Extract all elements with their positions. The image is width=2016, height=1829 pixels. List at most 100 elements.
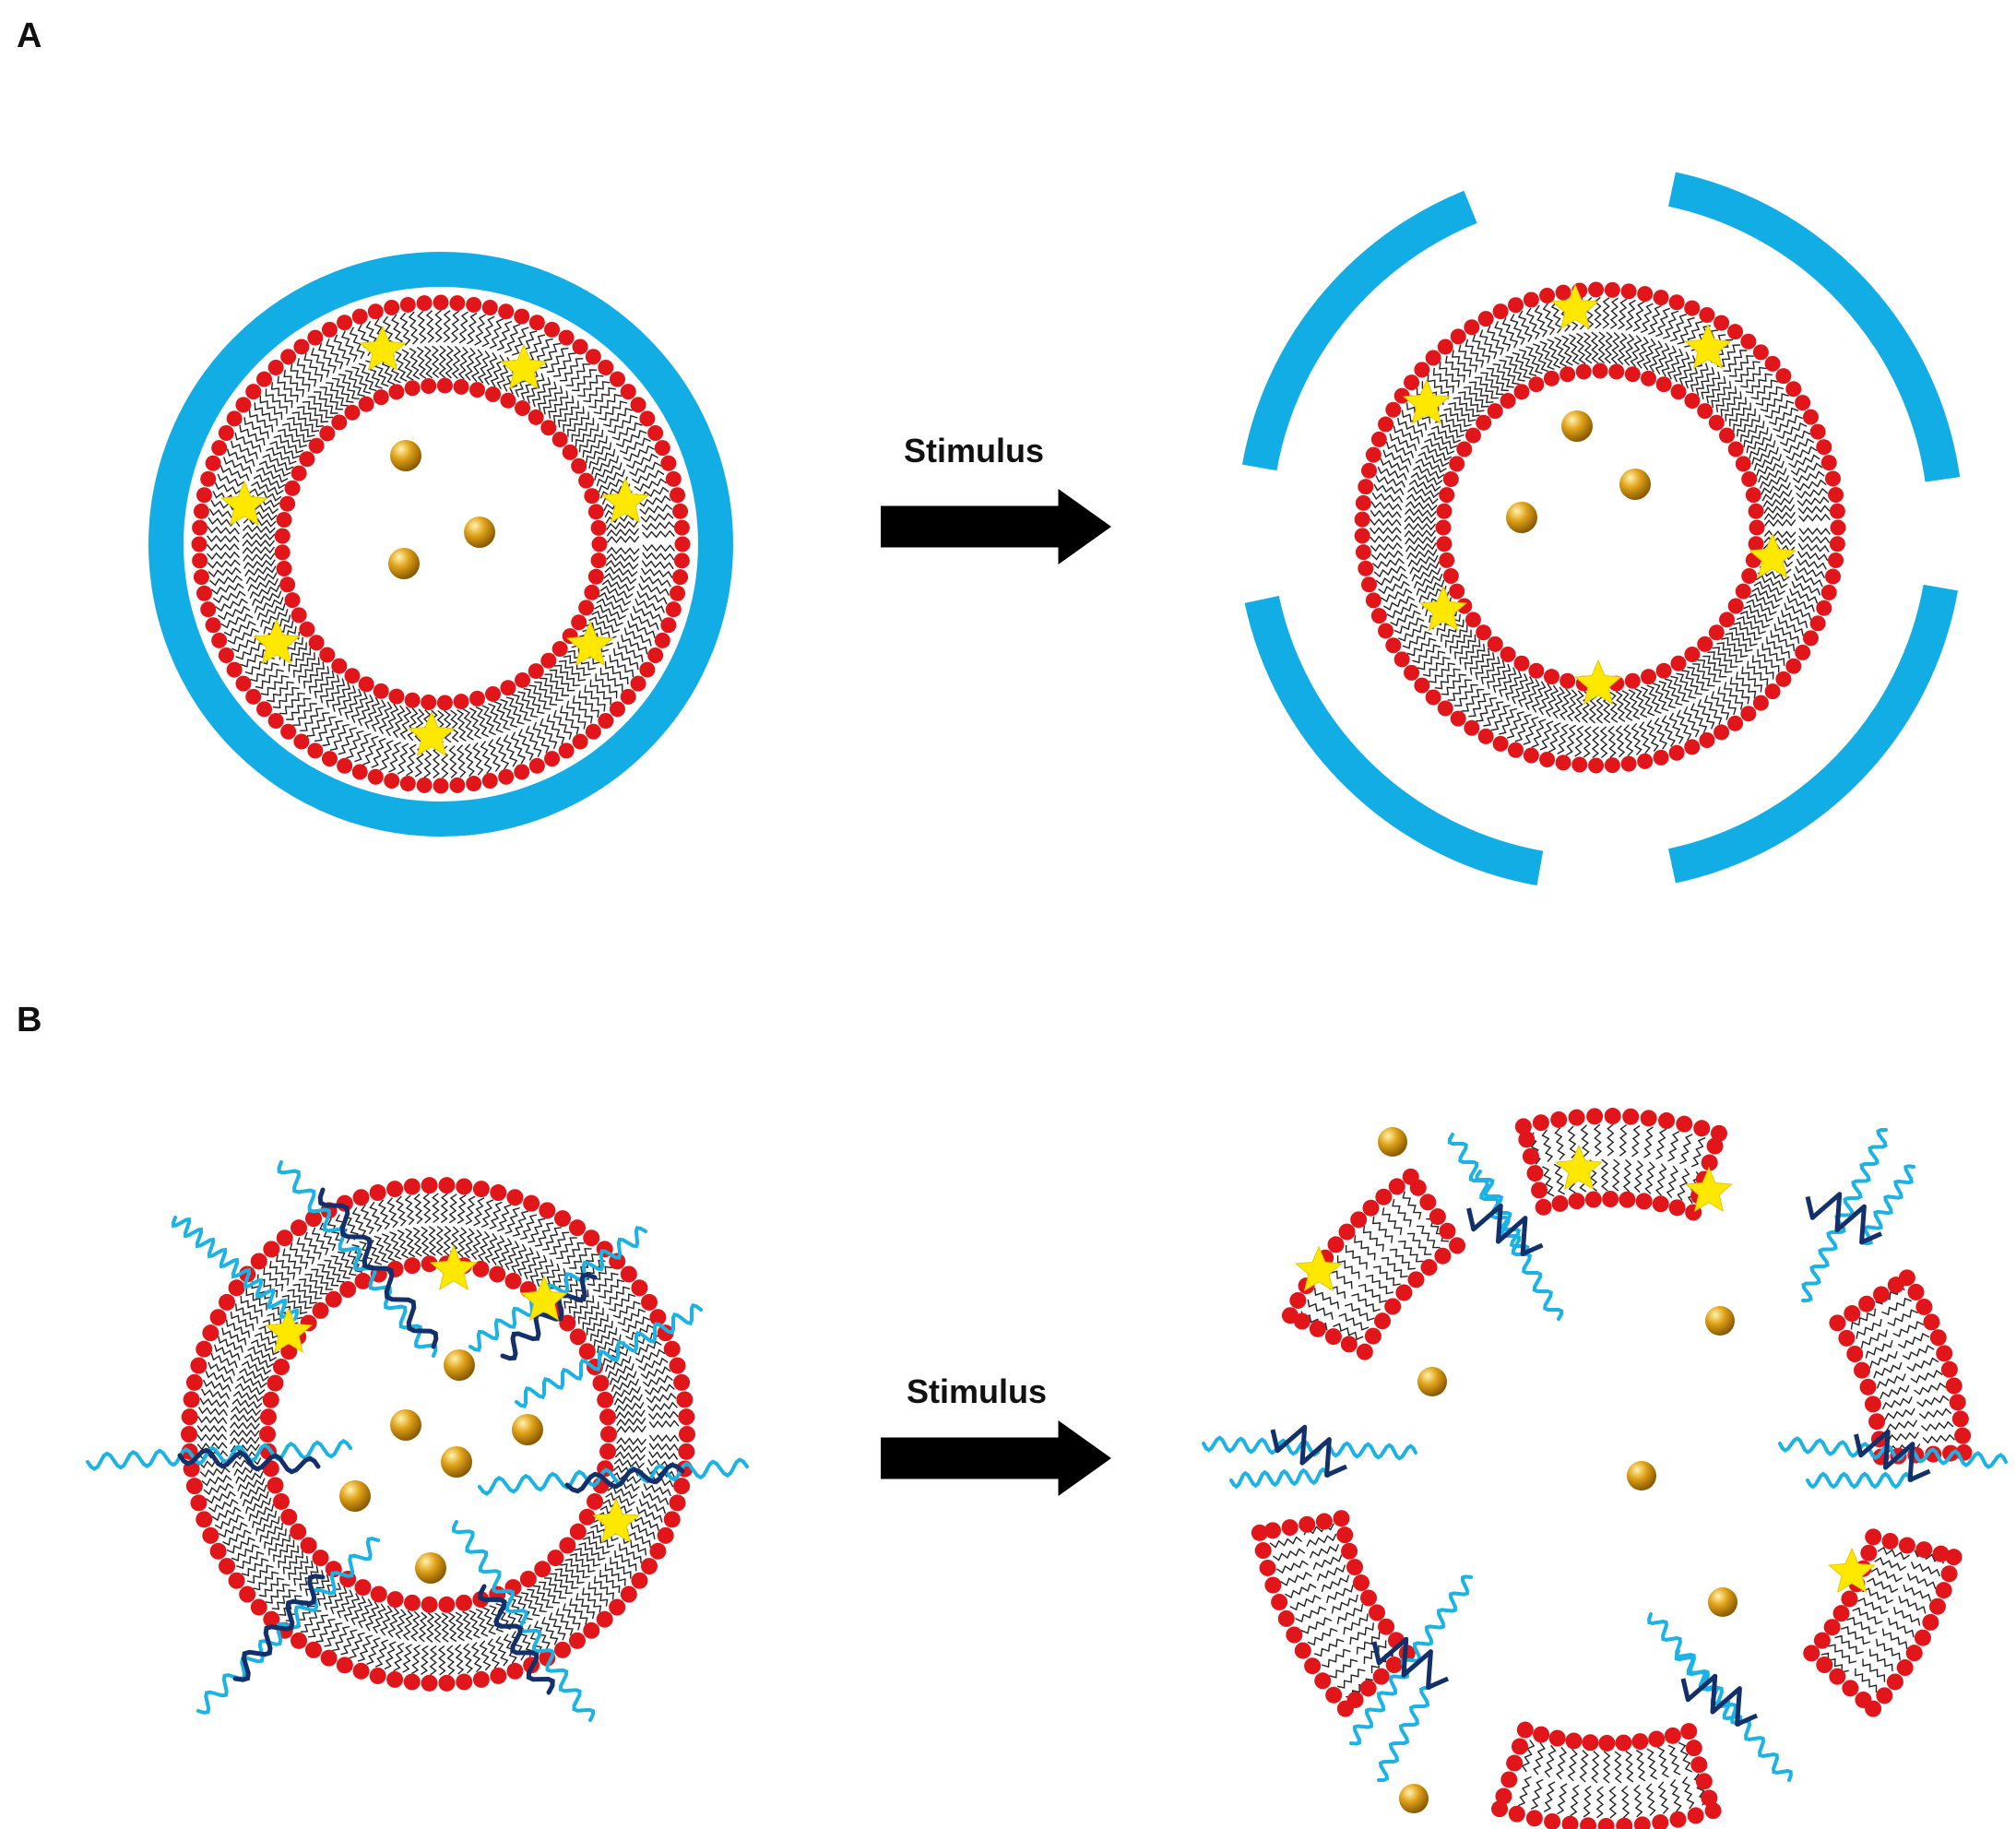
drug-particle-icon — [464, 517, 495, 548]
drug-particle-icon — [1399, 1784, 1429, 1813]
panel-label-a: A — [17, 17, 42, 55]
star-icon — [520, 1275, 568, 1322]
polymer-chain-icon — [1377, 1686, 1431, 1782]
star-icon — [408, 710, 456, 757]
liposome-coated — [148, 252, 733, 837]
star-icon — [1685, 1166, 1733, 1213]
polymer-chain-icon — [1202, 1435, 1311, 1456]
polymer-zigzag-icon — [1371, 1636, 1450, 1690]
polymer-chain-icon — [1778, 1436, 1895, 1460]
drug-particle-icon — [1627, 1461, 1656, 1491]
polymer-chain-icon — [317, 1187, 439, 1349]
star-icon — [430, 1244, 478, 1291]
polymer-chain-icon — [468, 1226, 647, 1352]
polymer-zigzag-icon — [1805, 1192, 1883, 1245]
star-icon — [253, 618, 301, 665]
lipid-tails — [1850, 1286, 1955, 1453]
polymer-chain-icon — [564, 1462, 685, 1494]
drug-particle-icon — [444, 1349, 475, 1381]
polymer-chain-icon — [196, 1537, 380, 1715]
polymer-chain-icon — [1716, 1695, 1793, 1782]
star-icon — [1684, 323, 1732, 370]
drug-particle-icon — [1417, 1367, 1447, 1396]
polymer-chain-icon — [1674, 1649, 1743, 1727]
drug-particle-icon — [1561, 410, 1593, 442]
lipid-heads — [1251, 1510, 1416, 1717]
star-icon — [1555, 1144, 1603, 1191]
polymer-chain-icon — [500, 1272, 598, 1361]
liposome-fragments — [1202, 1108, 2008, 1829]
star-icon — [500, 343, 548, 390]
coating-fragments — [1241, 172, 1961, 886]
star-icon — [359, 325, 407, 372]
polymer-chain-icon — [478, 1457, 749, 1496]
polymer-chain-icon — [1409, 1574, 1473, 1663]
polymer-zigzag-icon — [1466, 1203, 1544, 1256]
star-icon — [1749, 532, 1797, 579]
lipid-heads — [1514, 1108, 1727, 1221]
polymer-chain-icon — [1500, 1225, 1564, 1321]
polymer-chain-icon — [1861, 1164, 1915, 1246]
polymer-chain-icon — [515, 1302, 703, 1409]
star-icon — [601, 477, 649, 524]
polymer-chain-icon — [1843, 1128, 1888, 1217]
coating-fragment — [1241, 190, 1477, 471]
star-icon — [566, 620, 614, 667]
polymer-zigzag-icon — [1270, 1424, 1348, 1478]
star-icon — [1295, 1245, 1343, 1292]
coating-shell — [148, 252, 733, 837]
polymer-chain-icon — [232, 1574, 326, 1682]
liposome-uncoated — [1241, 172, 1961, 886]
polymer-chain-icon — [478, 1584, 555, 1695]
arrow-icon — [881, 1420, 1111, 1496]
lipid-tails — [1820, 1546, 1945, 1692]
drug-particle-icon — [1705, 1306, 1735, 1336]
stimulus-label-b: Stimulus — [907, 1372, 1048, 1410]
drug-particle-icon — [441, 1446, 472, 1478]
drug-particle-icon — [339, 1480, 371, 1512]
drug-particle-icon — [1619, 469, 1651, 500]
polymer-zigzag-icon — [1854, 1429, 1931, 1482]
arrow-icon — [881, 489, 1111, 564]
drug-particle-icon — [388, 548, 420, 579]
coating-fragment — [1668, 584, 1959, 884]
lipid-tails — [1269, 1523, 1393, 1699]
polymer-chain-icon — [1801, 1213, 1846, 1302]
liposome-polymer — [86, 1160, 749, 1722]
drug-particle-icon — [1378, 1127, 1407, 1157]
coating-fragment — [1668, 172, 1961, 482]
panel-label-b: B — [17, 1001, 42, 1039]
lipid-tails — [1369, 296, 1831, 759]
lipid-heads — [1803, 1528, 1963, 1717]
lipid-tails — [1517, 1740, 1708, 1819]
lipid-heads — [191, 294, 691, 794]
lipid-tails — [1528, 1123, 1706, 1205]
drug-particle-icon — [512, 1414, 543, 1445]
star-icon — [1551, 283, 1599, 330]
polymer-zigzag-icon — [1680, 1673, 1759, 1727]
polymer-chain-icon — [177, 1447, 321, 1475]
drug-particle-icon — [390, 1409, 421, 1441]
polymer-chain-icon — [277, 1160, 438, 1358]
drug-particle-icon — [415, 1552, 446, 1584]
lipid-tails — [206, 309, 675, 779]
coating-fragment — [1244, 596, 1544, 886]
stimulus-label-a: Stimulus — [904, 432, 1045, 469]
polymer-chain-icon — [451, 1520, 596, 1722]
polymer-chain-icon — [171, 1216, 300, 1321]
polymer-chain-icon — [1229, 1467, 1330, 1490]
star-icon — [1574, 659, 1622, 706]
star-icon — [265, 1307, 313, 1354]
star-icon — [1419, 585, 1467, 632]
drug-particle-icon — [390, 440, 421, 471]
star-icon — [220, 480, 268, 527]
star-icon — [1828, 1547, 1876, 1594]
drug-particle-icon — [1708, 1587, 1737, 1617]
polymer-chain-icon — [1349, 1657, 1413, 1746]
polymer-chain-icon — [86, 1439, 352, 1471]
drug-particle-icon — [1506, 502, 1537, 533]
lipid-heads — [1491, 1721, 1722, 1829]
lipid-heads — [1354, 281, 1846, 774]
